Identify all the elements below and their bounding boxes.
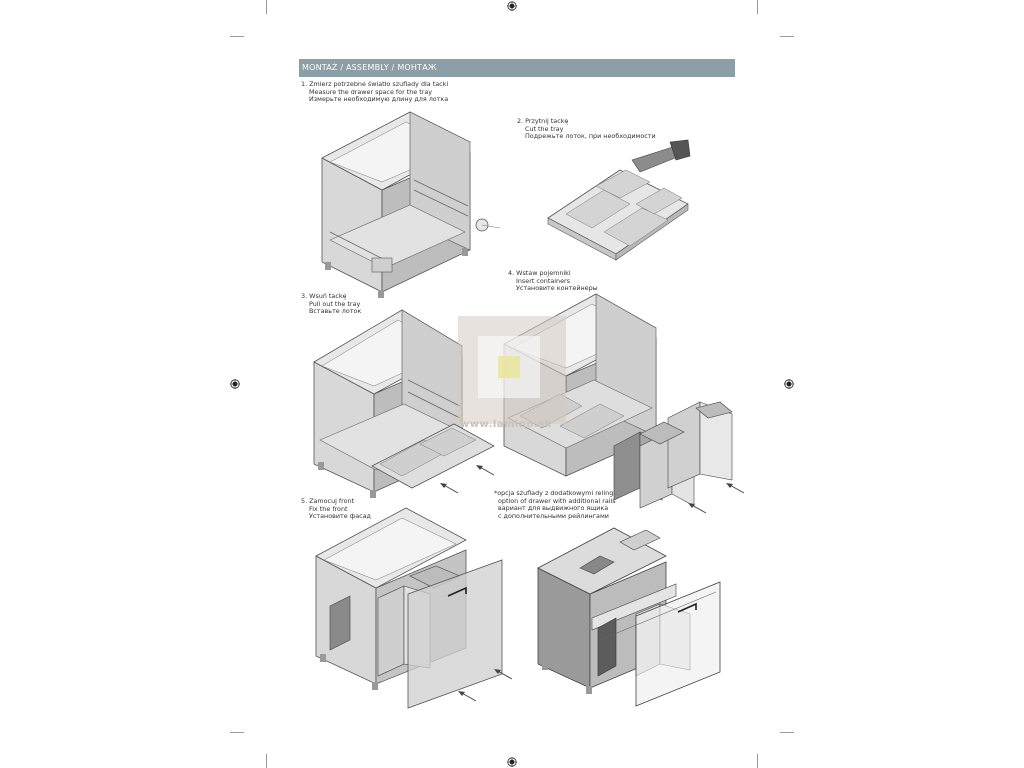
crop-mark (230, 36, 244, 37)
watermark-text: www.lamino.sk (460, 419, 552, 430)
step-1-cabinet-illustration (321, 111, 501, 298)
step-3-cabinet-illustration (313, 309, 495, 498)
crop-mark (230, 732, 244, 733)
step-5-cabinet-front-illustration (315, 507, 513, 709)
crop-mark (266, 754, 267, 768)
step-2-tray-illustration (547, 139, 691, 261)
section-header: MONTAŻ / ASSEMBLY / МОНТАЖ (299, 59, 735, 77)
registration-mark-icon (230, 379, 240, 389)
finished-cabinet-with-rails-illustration (537, 527, 721, 707)
crop-mark (780, 732, 794, 733)
registration-mark-icon (784, 379, 794, 389)
crop-mark (266, 0, 267, 14)
registration-mark-icon (507, 757, 517, 767)
crop-mark (757, 0, 758, 14)
step-1-caption: 1. Zmierz potrzebne światło szuflady dla… (301, 80, 449, 104)
registration-mark-icon (507, 1, 517, 11)
crop-mark (757, 754, 758, 768)
watermark-logo-icon (458, 316, 566, 424)
crop-mark (780, 36, 794, 37)
